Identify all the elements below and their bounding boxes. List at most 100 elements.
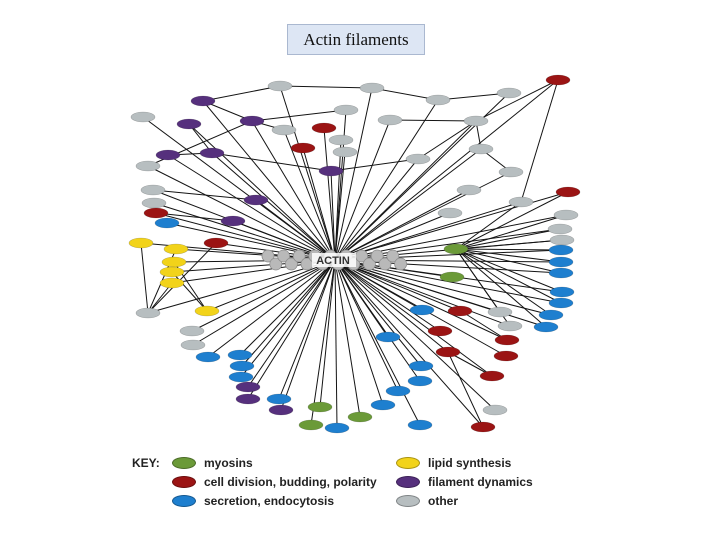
network-node-other: [359, 82, 385, 94]
network-node-secretion: [370, 399, 396, 411]
network-edge: [334, 259, 484, 428]
network-edge: [455, 239, 563, 250]
network-edge: [334, 139, 342, 261]
network-node-other: [135, 307, 161, 319]
network-edge: [188, 123, 213, 154]
network-edge: [455, 201, 522, 250]
network-node-other: [135, 160, 161, 172]
network-edge: [334, 212, 451, 261]
network-node-secretion: [408, 360, 434, 372]
network-node-cell-division: [545, 74, 571, 86]
network-edge: [455, 191, 569, 250]
network-edge: [330, 170, 336, 261]
network-edge: [417, 120, 477, 160]
network-node-lipid: [194, 305, 220, 317]
network-edge: [455, 248, 562, 263]
network-node-other: [487, 306, 513, 318]
network-edge: [283, 129, 336, 261]
network-node-myosins: [439, 271, 465, 283]
network-edge: [334, 189, 470, 261]
network-node-cell-division: [427, 325, 453, 337]
actin-bead: [292, 249, 306, 263]
network-edge: [240, 259, 336, 378]
network-node-secretion: [154, 217, 180, 229]
network-node-cell-division: [470, 421, 496, 433]
network-node-secretion: [548, 297, 574, 309]
network-edge: [334, 259, 508, 341]
network-node-myosins: [443, 243, 469, 255]
network-node-filament: [318, 165, 344, 177]
actin-bead: [362, 257, 376, 271]
network-node-cell-division: [143, 207, 169, 219]
network-edge: [140, 242, 149, 314]
actin-bead: [284, 257, 298, 271]
network-edge: [334, 148, 482, 261]
network-edge: [334, 259, 421, 426]
key-swatch-other: [396, 495, 420, 507]
network-edge: [280, 259, 336, 411]
actin-bead: [394, 257, 408, 271]
network-node-secretion: [266, 393, 292, 405]
network-edge: [447, 351, 493, 377]
network-node-filament: [268, 404, 294, 416]
network-edge: [247, 259, 336, 400]
network-edge: [437, 92, 510, 101]
network-node-other: [425, 94, 451, 106]
network-node-cell-division: [494, 334, 520, 346]
network-edge: [202, 85, 281, 102]
network-node-cell-division: [555, 186, 581, 198]
network-edge: [278, 259, 336, 400]
network-node-cell-division: [479, 370, 505, 382]
network-node-other: [267, 80, 293, 92]
network-node-lipid: [163, 243, 189, 255]
network-node-other: [179, 325, 205, 337]
network-node-cell-division: [493, 350, 519, 362]
network-node-cell-division: [447, 305, 473, 317]
network-edge: [520, 79, 559, 203]
network-node-filament: [239, 115, 265, 127]
network-node-other: [456, 184, 482, 196]
network-edge: [247, 259, 336, 388]
network-node-other: [332, 146, 358, 158]
network-edge: [255, 199, 336, 261]
network-node-other: [130, 111, 156, 123]
network-edge: [334, 259, 421, 382]
network-edge: [147, 165, 336, 261]
network-edge: [153, 202, 336, 261]
network-edge: [206, 259, 336, 312]
network-node-lipid: [161, 256, 187, 268]
network-node-filament: [235, 381, 261, 393]
network-edge: [334, 259, 338, 429]
network-edge: [455, 248, 563, 293]
network-edge: [334, 259, 422, 367]
network-edge: [279, 85, 373, 89]
key-item-cell-division: cell division, budding, polarity: [172, 475, 377, 489]
network-node-secretion: [548, 256, 574, 268]
network-edge: [302, 147, 336, 261]
network-edge: [239, 259, 336, 356]
node-layer: [128, 74, 581, 434]
network-edge: [147, 282, 173, 314]
network-edge: [455, 248, 562, 251]
network-edge: [279, 85, 336, 261]
key-item-secretion: secretion, endocytosis: [172, 494, 334, 508]
network-edge: [371, 87, 439, 101]
network-node-secretion: [533, 321, 559, 333]
network-edge: [155, 212, 336, 261]
network-edge: [334, 259, 547, 328]
network-node-filament: [155, 149, 181, 161]
network-node-myosins: [298, 419, 324, 431]
network-node-cell-division: [290, 142, 316, 154]
network-edge: [241, 259, 336, 367]
network-node-other: [405, 153, 431, 165]
network-edge: [455, 248, 547, 328]
network-node-filament: [243, 194, 269, 206]
network-edge: [211, 152, 332, 172]
network-edge: [147, 242, 217, 314]
network-node-lipid: [159, 277, 185, 289]
network-edge: [334, 119, 391, 261]
network-edge: [334, 259, 399, 392]
network-edge: [334, 120, 477, 261]
network-edge: [155, 212, 234, 222]
